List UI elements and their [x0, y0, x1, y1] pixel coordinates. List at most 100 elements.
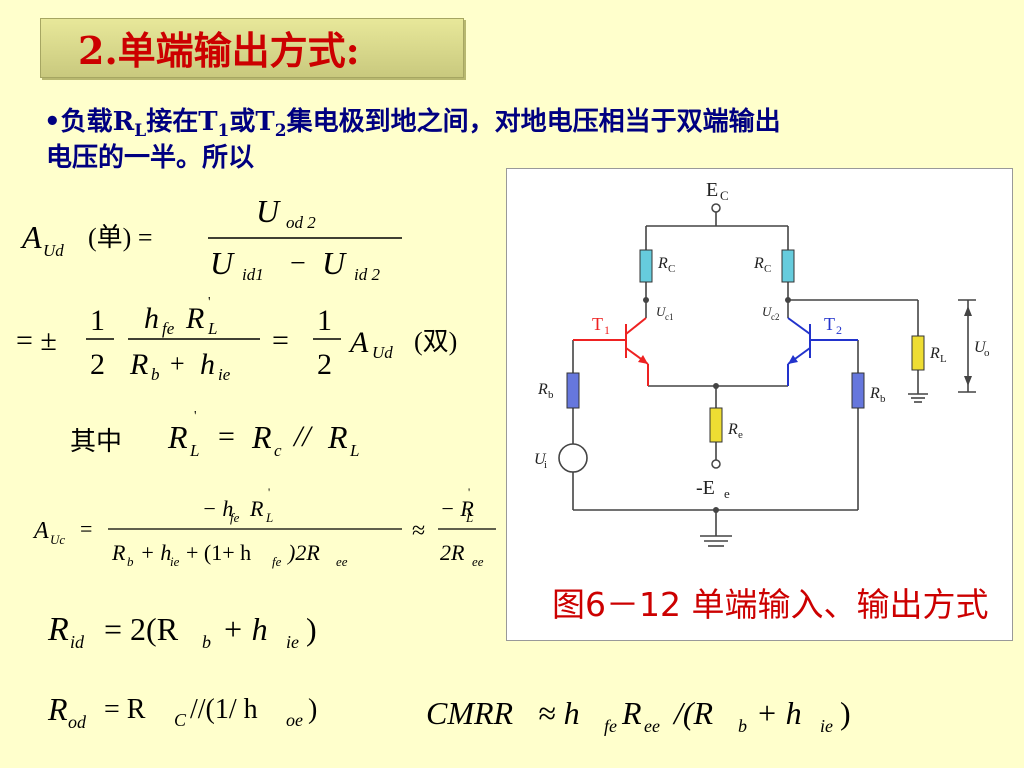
svg-text:+ (1+ h: + (1+ h — [186, 540, 251, 565]
svg-text:e: e — [738, 429, 743, 441]
svg-text:=: = — [218, 420, 235, 453]
svg-text:e: e — [724, 486, 730, 501]
svg-text:ie: ie — [170, 554, 180, 569]
svg-text:': ' — [468, 485, 470, 499]
svg-text:c1: c1 — [665, 312, 674, 322]
svg-text:C: C — [174, 710, 187, 730]
svg-text:R: R — [621, 695, 642, 731]
formula-aud-ratio: = ± 1 2 h fe R L ' R b + h ie = 1 2 A Ud… — [16, 295, 457, 384]
svg-text://: // — [292, 420, 313, 453]
svg-text:U: U — [974, 339, 987, 356]
svg-text:oe: oe — [286, 710, 303, 730]
ec-terminal-icon — [711, 203, 721, 213]
svg-text:U: U — [534, 451, 547, 468]
circuit-wires — [572, 212, 976, 547]
svg-text:': ' — [194, 409, 197, 424]
svg-text:2R: 2R — [440, 540, 465, 565]
svg-text:fe: fe — [230, 510, 240, 525]
svg-text:U: U — [322, 245, 347, 281]
svg-text:2: 2 — [836, 323, 842, 337]
resistor-rb-left — [566, 372, 580, 409]
svg-text:Ud: Ud — [372, 343, 393, 362]
svg-text:h: h — [200, 348, 215, 381]
resistor-rl — [911, 335, 925, 371]
voltage-source-icon — [558, 443, 588, 473]
svg-text:b: b — [151, 365, 160, 384]
circuit-diagram: E C R C R C U c1 U c2 T 1 T 2 R L U o R … — [534, 179, 990, 624]
svg-text:+: + — [170, 349, 185, 378]
slide-title: 2.单端输出方式: — [78, 28, 360, 73]
resistor-rc-left — [639, 249, 653, 283]
circuit-figure-frame — [506, 168, 1013, 641]
svg-text:fe: fe — [604, 716, 617, 736]
title-banner — [40, 18, 464, 78]
svg-text:= 2(R: = 2(R — [104, 611, 179, 647]
svg-text:T: T — [592, 314, 603, 334]
svg-text:(单) =: (单) = — [88, 223, 152, 252]
svg-text:A: A — [348, 326, 369, 359]
svg-text:C: C — [764, 263, 771, 275]
svg-text:E: E — [706, 179, 718, 201]
formula-cmrr: CMRR ≈ h fe R ee /(R b + h ie ) — [426, 695, 851, 736]
svg-text:≈: ≈ — [412, 518, 425, 544]
svg-text:+ h: + h — [140, 540, 171, 565]
svg-text:L: L — [465, 510, 473, 525]
body-line-1: •负载RL接在T1或T2集电极到地之间，对地电压相当于双端输出 — [44, 107, 781, 142]
qizhong-label: 其中 — [70, 427, 123, 457]
resistor-re — [709, 407, 723, 443]
svg-text:od: od — [68, 712, 87, 732]
svg-text:R: R — [657, 255, 668, 272]
svg-text:R: R — [869, 385, 880, 402]
uo-arrow-up-icon — [964, 306, 972, 316]
svg-text:b: b — [202, 632, 211, 652]
node-uc1 — [643, 297, 649, 303]
svg-text://(1/ h: //(1/ h — [190, 694, 258, 725]
svg-text:o: o — [984, 347, 990, 359]
svg-text:=: = — [272, 324, 289, 357]
svg-text:R: R — [327, 419, 348, 455]
svg-text:b: b — [127, 554, 134, 569]
svg-text:2: 2 — [90, 348, 105, 381]
svg-text:L: L — [349, 441, 359, 460]
svg-text:1: 1 — [604, 323, 610, 337]
resistor-rc-right — [781, 249, 795, 283]
svg-text:id 2: id 2 — [354, 265, 380, 284]
svg-text:R: R — [185, 302, 204, 335]
svg-text:≈ h: ≈ h — [538, 695, 580, 731]
svg-text:ee: ee — [336, 554, 348, 569]
node-ground — [713, 507, 719, 513]
t1-emitter-arrow-icon — [638, 355, 648, 364]
svg-text:fe: fe — [272, 554, 282, 569]
svg-text:od 2: od 2 — [286, 213, 316, 232]
svg-text:1: 1 — [90, 304, 105, 337]
formula-rl-prime: R L ' = R c // R L — [167, 409, 359, 460]
formula-rod: R od = R C //(1/ h oe ) — [47, 691, 317, 732]
svg-text:': ' — [268, 485, 270, 499]
svg-text:L: L — [940, 353, 947, 365]
svg-text:C: C — [668, 263, 675, 275]
svg-text:L: L — [207, 319, 217, 338]
svg-text:U: U — [656, 304, 667, 319]
svg-text:U: U — [762, 304, 773, 319]
svg-text:T: T — [824, 314, 835, 334]
formula-rid: R id = 2(R b + h ie ) — [47, 611, 317, 652]
svg-text:2: 2 — [317, 348, 332, 381]
svg-text:): ) — [840, 695, 851, 731]
svg-text:c: c — [274, 441, 282, 460]
svg-text:− h: − h — [202, 496, 233, 521]
svg-text:b: b — [738, 716, 747, 736]
ee-terminal-icon — [711, 459, 721, 469]
svg-text:A: A — [32, 518, 49, 544]
svg-text:A: A — [20, 219, 42, 255]
svg-text:R: R — [249, 496, 264, 521]
svg-text:ie: ie — [820, 716, 833, 736]
svg-text:U: U — [210, 245, 235, 281]
svg-text:ie: ie — [286, 632, 299, 652]
svg-text:1: 1 — [317, 304, 332, 337]
svg-text:b: b — [548, 389, 554, 401]
svg-text:ee: ee — [472, 554, 484, 569]
svg-text:R: R — [47, 691, 68, 727]
svg-text:= ±: = ± — [16, 324, 57, 357]
svg-text:C: C — [720, 188, 729, 203]
svg-text:R: R — [129, 348, 148, 381]
